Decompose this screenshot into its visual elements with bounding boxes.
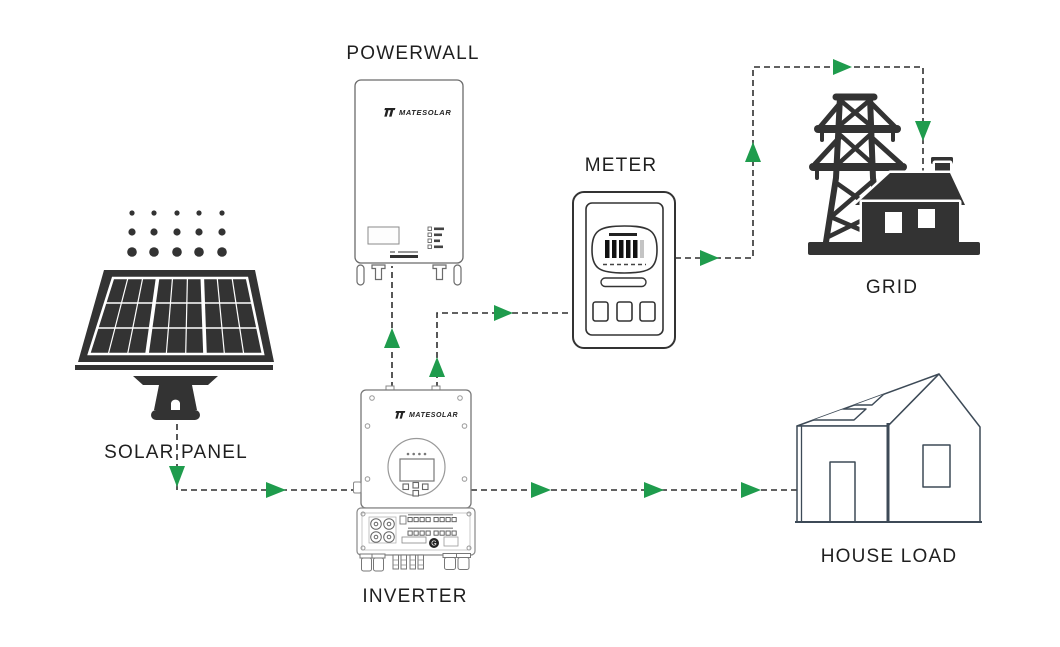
meter-display-window xyxy=(591,225,658,274)
arrow-up-icon xyxy=(745,142,761,162)
panel-frame xyxy=(78,270,274,362)
sun-rays-dots xyxy=(127,210,227,257)
arrow-right-icon xyxy=(741,482,761,498)
arrow-right-icon xyxy=(644,482,664,498)
grid-house-body xyxy=(859,199,962,248)
powerwall-led-indicators xyxy=(427,226,444,249)
line-inverter-to-meter xyxy=(436,312,573,388)
grid-house-window xyxy=(885,212,902,233)
arrow-up-icon xyxy=(429,357,445,377)
arrow-down-icon xyxy=(915,121,931,141)
arrow-right-icon xyxy=(266,482,286,498)
inverter-display-dial xyxy=(387,437,446,497)
inverter-screen xyxy=(399,458,435,482)
ground-terminal-letter: G xyxy=(431,541,436,548)
flow-arrows xyxy=(169,59,931,498)
grid-label: GRID xyxy=(865,277,919,298)
meter-display-topline xyxy=(609,233,637,236)
powerwall-legs xyxy=(356,264,462,286)
grid-house xyxy=(852,154,968,248)
solar-panel-label: SOLAR PANEL xyxy=(104,442,248,463)
inverter-icon: G xyxy=(353,385,476,572)
grid-house-window xyxy=(918,209,935,228)
powerwall-display xyxy=(367,226,400,245)
powerwall-icon xyxy=(354,79,464,286)
powerwall-label: POWERWALL xyxy=(346,43,480,64)
arrow-right-icon xyxy=(833,59,852,75)
panel-grid xyxy=(87,276,265,356)
powerwall-body xyxy=(354,79,464,264)
arrow-right-icon xyxy=(494,305,513,321)
ground-terminal-icon xyxy=(429,538,439,548)
stand-cutout xyxy=(171,399,180,410)
meter-pill-slot xyxy=(600,277,647,288)
inverter-label: INVERTER xyxy=(362,586,468,607)
house-load-label: HOUSE LOAD xyxy=(820,546,958,567)
inverter-brand-logo: MATESOLAR xyxy=(394,411,458,419)
matesolar-logo-icon xyxy=(395,411,406,419)
panel-stand xyxy=(133,376,218,420)
inverter-brand-text: MATESOLAR xyxy=(409,411,459,419)
solar-panel-icon xyxy=(75,210,274,420)
powerwall-spec-text xyxy=(390,251,418,258)
house-load-icon xyxy=(795,373,982,523)
powerwall-brand-text: MATESOLAR xyxy=(399,108,452,117)
meter-label: METER xyxy=(584,155,658,176)
inverter-side-port xyxy=(353,481,362,494)
inverter-screws xyxy=(364,395,468,482)
arrow-right-icon xyxy=(700,250,719,266)
ground-bar xyxy=(808,242,980,255)
grid-icon xyxy=(808,93,980,255)
inverter-buttons xyxy=(402,481,429,497)
meter-digit-bars xyxy=(605,240,644,258)
inverter-cable-glands xyxy=(359,553,471,572)
inverter-round-connectors xyxy=(368,516,397,544)
line-meter-to-grid xyxy=(675,66,924,259)
meter-buttons xyxy=(592,301,656,322)
inverter-connection-panel xyxy=(361,512,471,551)
inverter-small-port xyxy=(443,536,459,547)
inverter-box-screws xyxy=(360,511,472,551)
powerwall-brand-logo: MATESOLAR xyxy=(383,108,451,117)
inverter-terminal-strips xyxy=(399,514,457,544)
arrow-right-icon xyxy=(531,482,551,498)
line-solar-to-inverter xyxy=(176,424,356,491)
house-window xyxy=(922,444,951,488)
arrow-up-icon xyxy=(384,328,400,348)
house-door xyxy=(829,461,856,523)
panel-bottom-edge xyxy=(75,365,273,370)
matesolar-logo-icon xyxy=(384,108,396,117)
arrow-down-icon xyxy=(169,466,185,487)
meter-icon xyxy=(572,191,676,349)
